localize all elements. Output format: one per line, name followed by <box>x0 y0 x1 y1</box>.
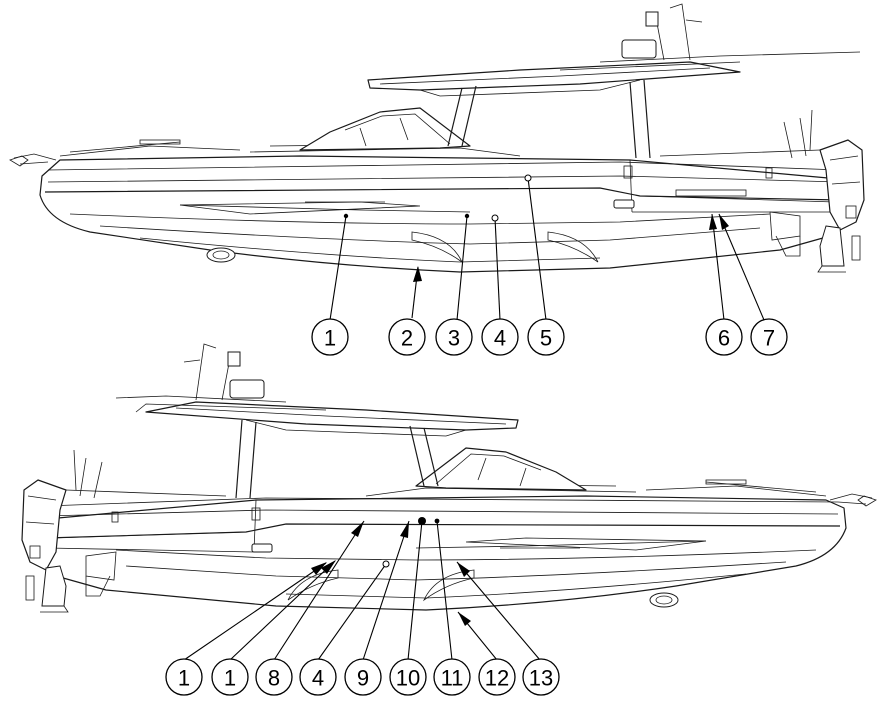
callout-lower-11-label: 11 <box>441 666 464 691</box>
callout-upper-7-label: 7 <box>763 326 775 351</box>
lower-boat-drawing <box>21 343 877 613</box>
callout-upper-6-label: 6 <box>718 326 730 351</box>
callout-upper-4: 4 <box>481 318 519 356</box>
callout-upper-1: 1 <box>311 318 349 356</box>
callout-upper-2: 2 <box>388 318 426 356</box>
callout-lower-12: 12 <box>478 658 516 696</box>
callout-lower-8: 8 <box>255 658 293 696</box>
lower-callouts: 1 1 8 4 9 10 11 12 <box>165 517 560 696</box>
upper-hull <box>39 155 851 273</box>
callout-lower-8-label: 8 <box>268 666 280 691</box>
callout-upper-7: 7 <box>750 318 788 356</box>
callout-upper-6: 6 <box>705 318 743 356</box>
callout-lower-1a: 1 <box>165 658 203 696</box>
callout-lower-1b-label: 1 <box>224 666 236 691</box>
callout-lower-13-label: 13 <box>529 666 553 691</box>
callout-lower-9: 9 <box>344 658 382 696</box>
callout-lower-4: 4 <box>299 658 337 696</box>
callout-lower-13: 13 <box>522 658 560 696</box>
callout-lower-11: 11 <box>433 658 471 696</box>
callout-lower-10: 10 <box>389 658 427 696</box>
callout-upper-2-label: 2 <box>401 326 413 351</box>
callout-upper-3: 3 <box>435 318 473 356</box>
callout-lower-12-label: 12 <box>485 666 509 691</box>
upper-callouts: 1 2 3 4 5 6 7 <box>311 174 788 356</box>
callout-lower-1a-label: 1 <box>178 666 190 691</box>
callout-upper-5: 5 <box>527 318 565 356</box>
callout-lower-10-label: 10 <box>396 666 420 691</box>
callout-lower-4-label: 4 <box>312 666 324 691</box>
callout-lower-9-label: 9 <box>357 666 369 691</box>
callout-upper-1-label: 1 <box>324 326 336 351</box>
upper-boat-drawing <box>9 3 865 273</box>
callout-lower-1b: 1 <box>211 658 249 696</box>
callout-upper-3-label: 3 <box>448 326 460 351</box>
callout-upper-4-label: 4 <box>494 326 506 351</box>
callout-upper-5-label: 5 <box>540 326 552 351</box>
